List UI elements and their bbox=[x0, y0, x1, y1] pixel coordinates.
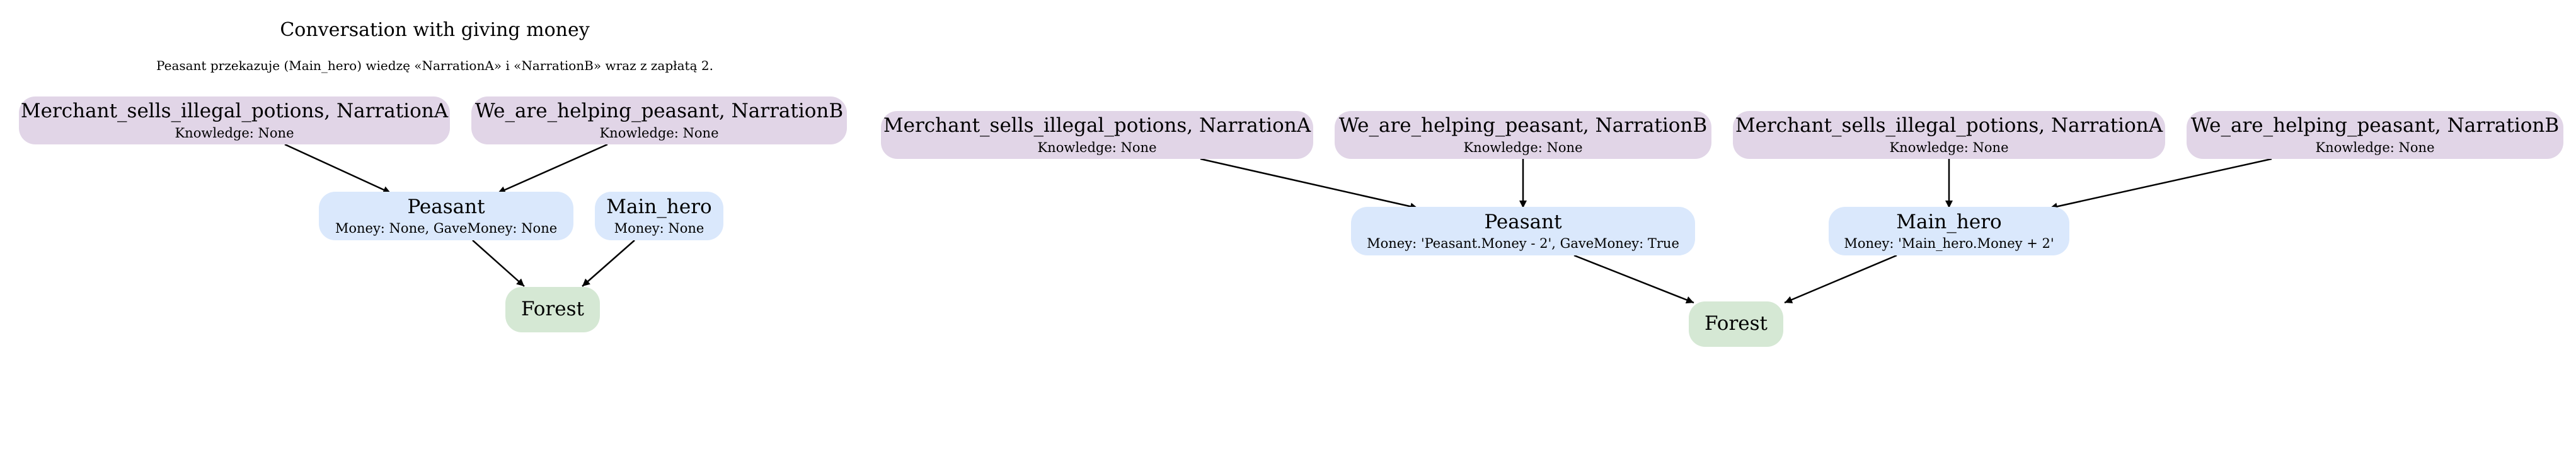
node-knowledge-narration-a-1: Merchant_sells_illegal_potions, Narratio… bbox=[881, 111, 1313, 159]
node-attr: Money: None, GaveMoney: None bbox=[335, 221, 558, 236]
node-name: We_are_helping_peasant, NarrationB bbox=[474, 100, 844, 123]
node-name: Peasant bbox=[407, 195, 485, 218]
node-attr: Money: 'Peasant.Money - 2', GaveMoney: T… bbox=[1367, 236, 1679, 252]
node-attr: Money: None bbox=[614, 221, 704, 236]
node-main-hero-after: Main_hero Money: 'Main_hero.Money + 2' bbox=[1829, 207, 2069, 255]
node-knowledge-narration-a: Merchant_sells_illegal_potions, Narratio… bbox=[19, 96, 450, 144]
node-name: Forest bbox=[520, 298, 584, 321]
node-name: We_are_helping_peasant, NarrationB bbox=[1338, 114, 1708, 137]
node-attr: Money: 'Main_hero.Money + 2' bbox=[1844, 236, 2054, 252]
node-name: Merchant_sells_illegal_potions, Narratio… bbox=[1735, 114, 2163, 137]
node-forest: Forest bbox=[505, 287, 600, 332]
node-knowledge-narration-b: We_are_helping_peasant, NarrationB Knowl… bbox=[471, 96, 847, 144]
node-name: We_are_helping_peasant, NarrationB bbox=[2190, 114, 2560, 137]
node-name: Main_hero bbox=[1896, 210, 2002, 233]
diagram-subtitle: Peasant przekazuje (Main_hero) wiedzę «N… bbox=[156, 58, 713, 73]
edge-knowledge-b-to-peasant bbox=[497, 143, 608, 194]
edge-main-hero-right-to-forest bbox=[1784, 254, 1897, 304]
node-attr: Knowledge: None bbox=[175, 125, 294, 141]
edge-main-hero-to-forest bbox=[582, 240, 635, 287]
node-knowledge-narration-b-1: We_are_helping_peasant, NarrationB Knowl… bbox=[1335, 111, 1711, 159]
node-main-hero: Main_hero Money: None bbox=[595, 192, 723, 240]
node-attr: Knowledge: None bbox=[1037, 139, 1157, 155]
edge-knowledge-b2-to-main-hero bbox=[2049, 158, 2272, 211]
node-name: Peasant bbox=[1484, 210, 1562, 233]
node-name: Forest bbox=[1704, 312, 1768, 336]
node-name: Main_hero bbox=[606, 195, 712, 218]
node-attr: Knowledge: None bbox=[1889, 139, 2009, 155]
node-name: Merchant_sells_illegal_potions, Narratio… bbox=[20, 100, 449, 123]
edge-knowledge-a-to-peasant bbox=[284, 143, 391, 194]
node-knowledge-narration-b-2: We_are_helping_peasant, NarrationB Knowl… bbox=[2187, 111, 2563, 159]
node-knowledge-narration-a-2: Merchant_sells_illegal_potions, Narratio… bbox=[1733, 111, 2165, 159]
node-name: Merchant_sells_illegal_potions, Narratio… bbox=[883, 114, 1311, 137]
edge-knowledge-a1-to-peasant bbox=[1200, 158, 1418, 211]
node-forest-after: Forest bbox=[1689, 301, 1783, 347]
node-attr: Knowledge: None bbox=[2315, 139, 2435, 155]
diagram-title: Conversation with giving money bbox=[280, 19, 590, 41]
node-peasant-after: Peasant Money: 'Peasant.Money - 2', Gave… bbox=[1351, 207, 1695, 255]
node-attr: Knowledge: None bbox=[599, 125, 719, 141]
edge-peasant-right-to-forest bbox=[1573, 254, 1694, 304]
node-attr: Knowledge: None bbox=[1463, 139, 1583, 155]
edge-peasant-to-forest bbox=[472, 240, 525, 287]
node-peasant: Peasant Money: None, GaveMoney: None bbox=[319, 192, 573, 240]
